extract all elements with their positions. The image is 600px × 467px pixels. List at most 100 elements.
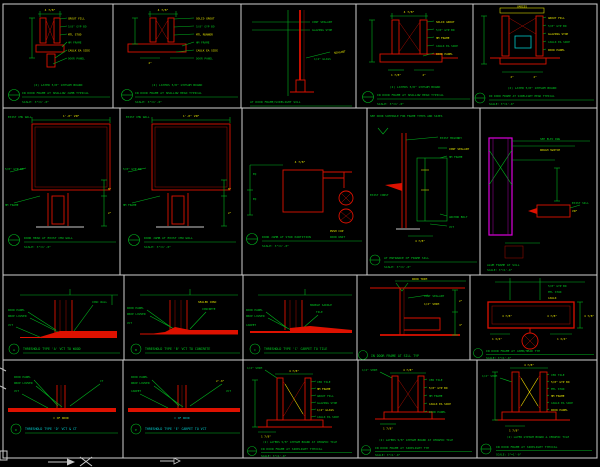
dim-text: 1 3/4" bbox=[557, 337, 567, 341]
detail-scale: SCALE: 3"=1'-0" bbox=[261, 454, 287, 458]
callout: CER TILE bbox=[429, 378, 443, 382]
callout: HM FRAME bbox=[449, 155, 463, 159]
detail-r2c4-entrance-sill: SEE DOOR SCHEDULE FOR FRAME TYPES AND SI… bbox=[369, 114, 477, 269]
detail-scale: SCALE: 3"=1'-0" bbox=[489, 102, 515, 106]
callout: MTL STUD bbox=[68, 33, 82, 37]
callout: DOOR PANEL bbox=[246, 308, 263, 312]
callout: PUSH CUP bbox=[330, 229, 344, 233]
callout: CER TILE bbox=[317, 380, 331, 384]
detail-note: (2) LAYER 5/8" GYPSUM BOARD bbox=[508, 86, 557, 90]
callout: GROUT FILL bbox=[317, 394, 334, 398]
detail-title: IN DOOR FRAME AT SILL TYP bbox=[371, 354, 419, 358]
callout: CAULK EA SIDE bbox=[436, 44, 458, 48]
callout: 1/4" GLASS bbox=[314, 57, 331, 61]
dim-text: 2" bbox=[228, 211, 232, 215]
callout: GROUT FILL bbox=[548, 16, 565, 20]
dim-text: 8" bbox=[108, 187, 112, 191]
detail-title: IN DOOR FRAME AT JAMB/HEAD TYP bbox=[486, 349, 540, 353]
detail-title: IN DOOR FRAME AT SHALLOW JAMB TYPICAL bbox=[22, 91, 89, 95]
detail-title: THRESHOLD TYPE 'D' VCT & CT bbox=[25, 427, 77, 431]
callout: EXIST SILL bbox=[572, 201, 589, 205]
callout: DROP LOUVER bbox=[14, 381, 33, 385]
callout: CAULK EA SIDE bbox=[68, 49, 90, 53]
detail-bubble-icon bbox=[130, 423, 142, 435]
callout: HM FRAME bbox=[551, 394, 565, 398]
callout: VCT bbox=[14, 389, 19, 393]
top-label: DOOR TRIM bbox=[412, 277, 427, 281]
dim-text: 1 3/4" bbox=[492, 337, 502, 341]
detail-note: (2) LAYER GYPSUM BOARD & CERAMIC TILE bbox=[507, 435, 570, 439]
callout: CER TILE bbox=[551, 373, 565, 377]
callout: 5/8" GYP BD bbox=[551, 380, 570, 384]
callout: MTL STUD bbox=[548, 290, 562, 294]
detail-scale: SCALE: 3"=1'-0" bbox=[22, 100, 49, 104]
detail-r4c3-sidelight-frame: 1/2" SHIM 4 7/8" 1 7/8" CER TILE HM FRAM… bbox=[247, 366, 352, 458]
callout: GLAZING STOP bbox=[317, 401, 338, 405]
callout: 5/8" GYP BD bbox=[436, 28, 455, 32]
dim-text: 8" bbox=[228, 187, 232, 191]
dim-text: 4 7/8" bbox=[45, 8, 56, 12]
door-swing-symbol bbox=[521, 332, 539, 350]
detail-scale: SCALE: 3"=1'-0" bbox=[135, 100, 162, 104]
detail-title: IN DOOR FRAME AT SIDELIGHT TYPICAL bbox=[496, 445, 558, 449]
dim-text: 1 7/8" bbox=[509, 429, 519, 433]
callout: CONT SEALANT bbox=[449, 147, 470, 151]
dim-text: 4 7/8" bbox=[584, 314, 594, 318]
callout: GLAZING STOP bbox=[548, 32, 569, 36]
callout: DOOR PANEL bbox=[196, 57, 213, 61]
callout: 5/8" GYP BD bbox=[5, 167, 24, 171]
detail-bubble-icon bbox=[358, 350, 368, 360]
callout: HM FRAME bbox=[317, 387, 331, 391]
dim-text: 4 7/8" bbox=[403, 368, 413, 372]
centerline-label: C OF DOOR bbox=[174, 416, 189, 420]
callout: CT bbox=[100, 379, 104, 383]
callout: TILE bbox=[316, 310, 323, 314]
callout: VCT bbox=[127, 321, 132, 325]
detail-note: (2) LAYERS 5/8" GYPSUM BOARD bbox=[390, 85, 441, 89]
detail-title: THRESHOLD TYPE 'C' CARPET TO TILE bbox=[264, 347, 327, 351]
callout: CAULK bbox=[548, 296, 557, 300]
detail-r2c1-door-head-cmu: EXIST CMU WALL 1'-0" VIF 5/8" GYP BD HM … bbox=[5, 114, 116, 249]
callout: 1/4" GLASS bbox=[317, 408, 334, 412]
detail-r3c2-threshold-b: DOOR PANEL DROP LOUVER VCT SEALED CONC C… bbox=[127, 289, 240, 355]
push-cup-symbol bbox=[338, 190, 354, 206]
callout: DOOR PANEL bbox=[131, 375, 148, 379]
shim-label: 1/2" SHIM bbox=[482, 374, 497, 378]
detail-scale: SCALE: 3"=1'-0" bbox=[375, 453, 401, 457]
detail-title: DOOR JAMB AT STUD PARTITION bbox=[262, 235, 311, 239]
detail-title: DOOR HEAD AT EXIST CMU WALL bbox=[24, 236, 73, 240]
callout: SOLID GROUT bbox=[436, 20, 455, 24]
wall-label: EXIST CMU WALL bbox=[8, 115, 32, 119]
callout: MTL STUD bbox=[551, 387, 565, 391]
callout: CAULK EA SIDE bbox=[317, 415, 339, 419]
callout: DOOR UNIT bbox=[330, 235, 345, 239]
dim-text: 4 7/8" bbox=[547, 314, 557, 318]
dim-text: 4 7/8" bbox=[524, 363, 534, 367]
threshold-profile bbox=[290, 326, 352, 333]
arrow-mark-icon bbox=[173, 457, 181, 465]
detail-r3c1-threshold-a: DOOR PANEL DROP LOUVER VCT CONC WALL A T… bbox=[8, 289, 120, 355]
dim-text: VARIES bbox=[517, 5, 527, 9]
x-mark-icon bbox=[79, 456, 93, 467]
note-text: SEALANT bbox=[334, 49, 347, 55]
detail-bubble-icon bbox=[130, 343, 142, 355]
sheet-grid bbox=[2, 3, 598, 459]
detail-title: IN DOOR FRAME AT SIDELIGHT TYPICAL bbox=[261, 447, 323, 451]
detail-scale: SCALE: 3"=1'-0" bbox=[262, 244, 289, 248]
detail-scale: SCALE: 3"=1'-0" bbox=[384, 265, 411, 269]
callout: CONT SEALANT bbox=[312, 20, 333, 24]
detail-r4c4-sidelight-frame: 1/2" SHIM 4 7/8" 1 7/8" CER TILE 5/8" GY… bbox=[361, 368, 472, 457]
callout: SEE ELEC DWG bbox=[540, 137, 561, 141]
callout: DROP LOUVER bbox=[127, 312, 146, 316]
bubble-letter: B bbox=[135, 348, 137, 352]
detail-title: AT DOOR FRAME/SIDELIGHT SILL bbox=[250, 100, 301, 104]
detail-scale: SCALE: 3"=1'-0" bbox=[487, 268, 513, 272]
callout: HM FRAME bbox=[436, 36, 450, 40]
dim-text: 4 7/8" bbox=[289, 369, 299, 373]
callout: ANCHOR BOLT bbox=[449, 215, 468, 219]
door-unit-symbol bbox=[338, 208, 354, 224]
detail-title: IN DOOR FRAME AT SHALLOW HEAD TYPICAL bbox=[135, 91, 202, 95]
detail-title: AT ENTRANCE OF FRAME SILL bbox=[384, 256, 429, 260]
callout: 5/8" GYP BD bbox=[548, 24, 567, 28]
